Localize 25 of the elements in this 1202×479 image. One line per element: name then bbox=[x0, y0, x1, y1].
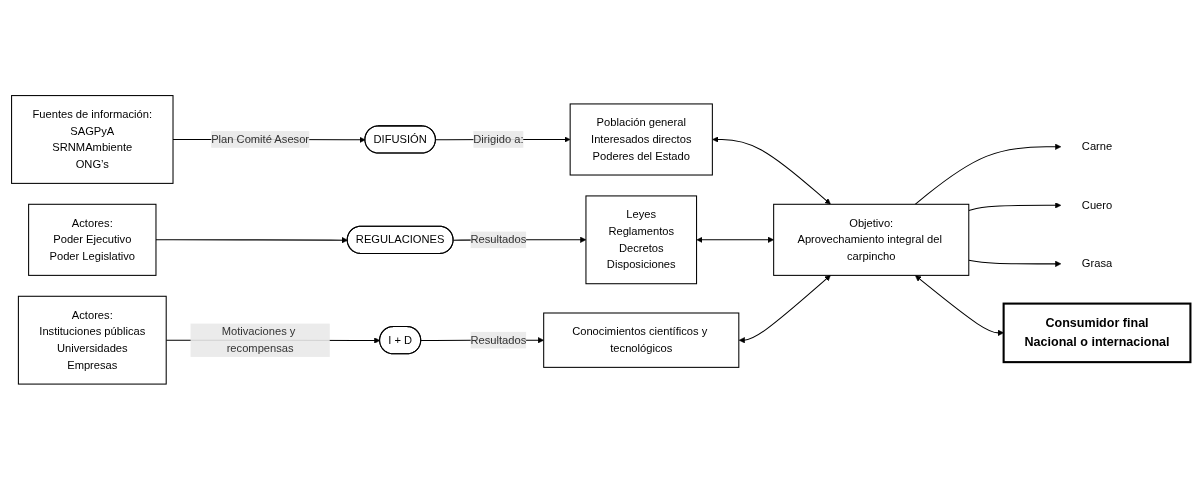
arrow bbox=[155, 236, 348, 243]
node-box bbox=[569, 103, 713, 176]
flowchart-drawing: Plan Comité Asesor Dirigido a: Resultados Motivaciones y recompensas Resultados Fuentes de información: SAGPyA SRNMAmbiente ONG’s DIFUSIÓN Población general Interesados directos Poderes del Estado Actores: Poder Ejecutivo Poder Legislativo REGULACIONES Leyes Reglamentos Decretos Disposiciones Actores: Instituciones públicas Universidades Empresas I + D Conocimientos científicos y tecnológicos Objetivo: Aprovechamiento integral del carpincho Carne Cuero Grasa Consumidor final Nacional o internacional bbox=[6, 89, 1196, 390]
arrow bbox=[712, 136, 831, 205]
node-box bbox=[773, 203, 970, 276]
arrow bbox=[968, 259, 1062, 267]
arrow bbox=[696, 236, 774, 243]
node-box bbox=[543, 312, 740, 368]
node-box bbox=[11, 94, 174, 184]
node-text: Carne bbox=[1081, 140, 1113, 153]
node-box bbox=[28, 203, 157, 276]
edge-label: Resultados bbox=[470, 233, 527, 246]
node-box bbox=[17, 295, 167, 385]
node-text: Grasa bbox=[1081, 257, 1113, 270]
arrow bbox=[914, 143, 1062, 205]
arrow bbox=[968, 201, 1062, 211]
edge-label: Motivaciones y recompensas bbox=[221, 325, 296, 354]
node-text: Cuero bbox=[1081, 198, 1113, 211]
arrow bbox=[738, 274, 831, 343]
node-box bbox=[1002, 302, 1192, 363]
edge-label: Resultados bbox=[470, 333, 527, 346]
edge-label: Plan Comité Asesor bbox=[211, 132, 310, 145]
node-box bbox=[585, 195, 698, 284]
edge-label: Dirigido a: bbox=[473, 132, 524, 145]
arrow bbox=[915, 274, 1004, 336]
